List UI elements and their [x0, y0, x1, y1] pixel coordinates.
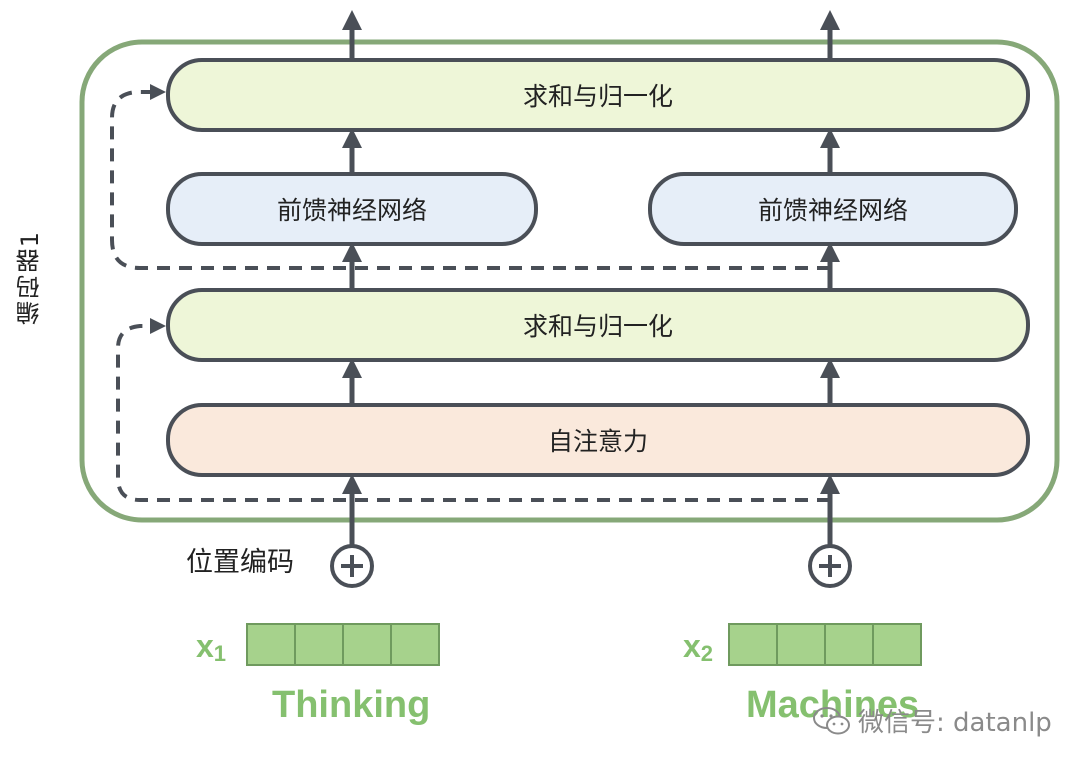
positional-encoding-label: 位置编码 — [186, 547, 294, 578]
embedding-cell — [728, 623, 778, 666]
encoder-block-border — [79, 39, 1060, 523]
embedding-cell — [776, 623, 826, 666]
positional-add-left-icon — [330, 544, 374, 588]
input-1-word: Thinking — [272, 684, 431, 726]
residual-lower-path — [116, 318, 830, 502]
embedding-cell — [390, 623, 440, 666]
add-norm-mid-label: 求和与归一化 — [522, 312, 673, 341]
watermark-text: 微信号: datanlp — [858, 708, 1052, 738]
add-norm-top-label: 求和与归一化 — [522, 82, 673, 111]
positional-add-right-icon — [808, 544, 852, 588]
add-norm-mid-box: 求和与归一化 — [166, 288, 1030, 362]
embedding-cell — [246, 623, 296, 666]
residual-upper-path — [110, 84, 830, 270]
add-norm-top-box: 求和与归一化 — [166, 58, 1030, 132]
watermark: 微信号: datanlp — [812, 702, 1052, 739]
feed-forward-left-label: 前馈神经网络 — [276, 196, 427, 225]
encoder-label: 编码器1 — [16, 230, 44, 326]
feed-forward-right-label: 前馈神经网络 — [757, 196, 908, 225]
feed-forward-right-box: 前馈神经网络 — [648, 172, 1018, 246]
wechat-icon — [813, 706, 850, 734]
embedding-cell — [294, 623, 344, 666]
input-2-variable: x2 — [683, 628, 714, 666]
embedding-cell — [872, 623, 922, 666]
feed-forward-left-box: 前馈神经网络 — [166, 172, 538, 246]
self-attention-label: 自注意力 — [547, 427, 648, 456]
input-1-variable: x1 — [196, 628, 227, 666]
embedding-cell — [342, 623, 392, 666]
input-2-embedding — [728, 623, 922, 666]
input-1-embedding — [246, 623, 440, 666]
self-attention-box: 自注意力 — [166, 403, 1030, 477]
embedding-cell — [824, 623, 874, 666]
